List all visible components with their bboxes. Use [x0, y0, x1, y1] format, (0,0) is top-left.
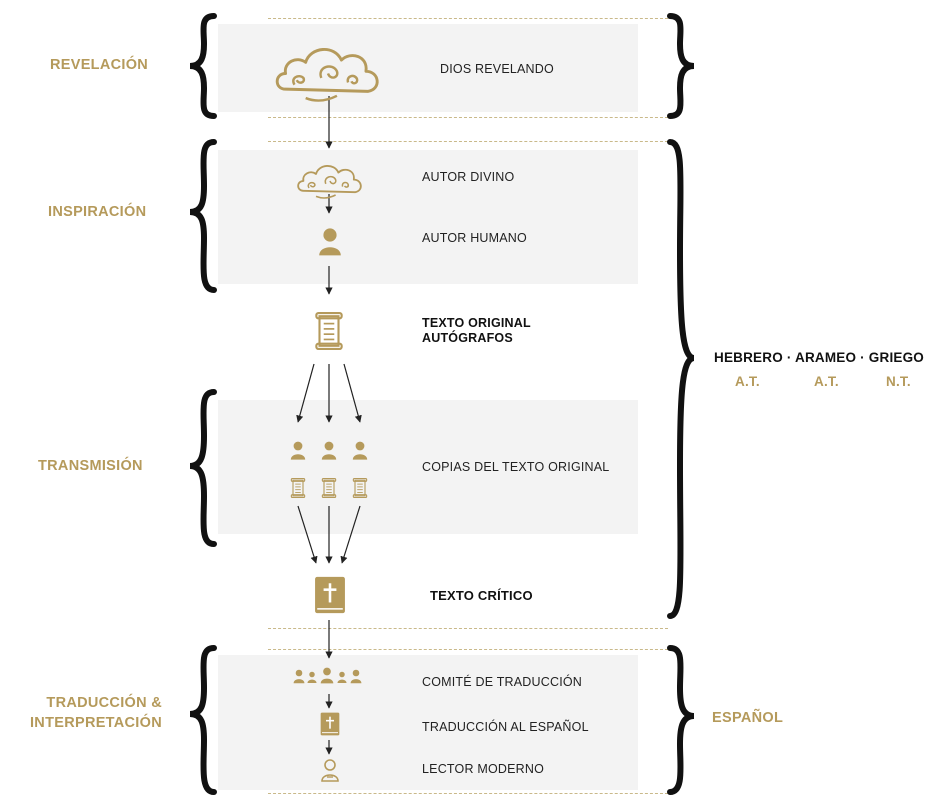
- person-icon: [307, 671, 317, 683]
- person-icon: [321, 441, 337, 460]
- transmision-band: [218, 400, 638, 534]
- right-brace-revelacion: [667, 13, 695, 119]
- scroll-icon: [321, 478, 337, 498]
- label-texto-original: TEXTO ORIGINAL AUTÓGRAFOS: [422, 316, 531, 346]
- person-icon: [350, 669, 362, 684]
- bible-icon: [314, 575, 346, 615]
- right-brace-espanol: [667, 645, 695, 795]
- left-brace-transmision: [189, 389, 217, 547]
- person-icon: [352, 441, 368, 460]
- left-brace-inspiracion: [189, 139, 217, 293]
- stage-revelacion: REVELACIÓN: [50, 57, 149, 73]
- stage-transmision: TRANSMISIÓN: [38, 458, 143, 474]
- right-brace-languages: [667, 139, 695, 619]
- language-sub-greek: N.T.: [886, 374, 911, 389]
- stage-traduccion-line2: INTERPRETACIÓN: [29, 715, 162, 731]
- cloud-icon: [297, 165, 362, 199]
- separator: [268, 141, 668, 142]
- separator: [268, 18, 668, 19]
- label-texto-original-line2: AUTÓGRAFOS: [422, 331, 513, 345]
- scroll-icon: [352, 478, 368, 498]
- label-lector: LECTOR MODERNO: [422, 762, 545, 776]
- separator: [268, 117, 668, 118]
- label-autor-divino: AUTOR DIVINO: [422, 170, 515, 184]
- separator: [268, 628, 668, 629]
- flow-arrows: [296, 96, 362, 755]
- label-autor-humano: AUTOR HUMANO: [422, 231, 527, 245]
- language-sub-hebrew: A.T.: [735, 374, 760, 389]
- cloud-icon: [275, 47, 379, 102]
- left-brace-revelacion: [189, 13, 217, 119]
- languages-header: HEBRERO · ARAMEO · GRIEGO: [714, 350, 925, 365]
- left-brace-traduccion: [189, 645, 217, 795]
- person-icon: [320, 667, 334, 684]
- label-texto-original-line1: TEXTO ORIGINAL: [422, 316, 531, 330]
- inspiracion-band: [218, 150, 638, 284]
- person-icon: [290, 441, 306, 460]
- label-dios-revelando: DIOS REVELANDO: [440, 62, 554, 76]
- revelacion-band: [218, 24, 638, 112]
- language-sub-aramaic: A.T.: [814, 374, 839, 389]
- person-icon: [319, 228, 341, 256]
- label-copias: COPIAS DEL TEXTO ORIGINAL: [422, 460, 610, 474]
- person-icon: [337, 671, 347, 683]
- scroll-icon: [315, 312, 343, 350]
- stage-traduccion: TRADUCCIÓN & INTERPRETACIÓN: [0, 693, 162, 733]
- separator: [268, 649, 668, 650]
- label-traduccion-espanol: TRADUCCIÓN AL ESPAÑOL: [422, 720, 589, 734]
- separator: [268, 793, 668, 794]
- reader-icon: [321, 759, 339, 782]
- bible-icon: [320, 712, 340, 736]
- scroll-icon: [290, 478, 306, 498]
- label-texto-critico: TEXTO CRÍTICO: [430, 588, 533, 603]
- traduccion-band: [218, 655, 638, 790]
- stage-inspiracion: INSPIRACIÓN: [48, 204, 147, 220]
- stage-traduccion-line1: TRADUCCIÓN &: [46, 695, 162, 711]
- person-icon: [293, 669, 305, 684]
- label-comite: COMITÉ DE TRADUCCIÓN: [422, 675, 583, 689]
- target-language: ESPAÑOL: [712, 710, 784, 726]
